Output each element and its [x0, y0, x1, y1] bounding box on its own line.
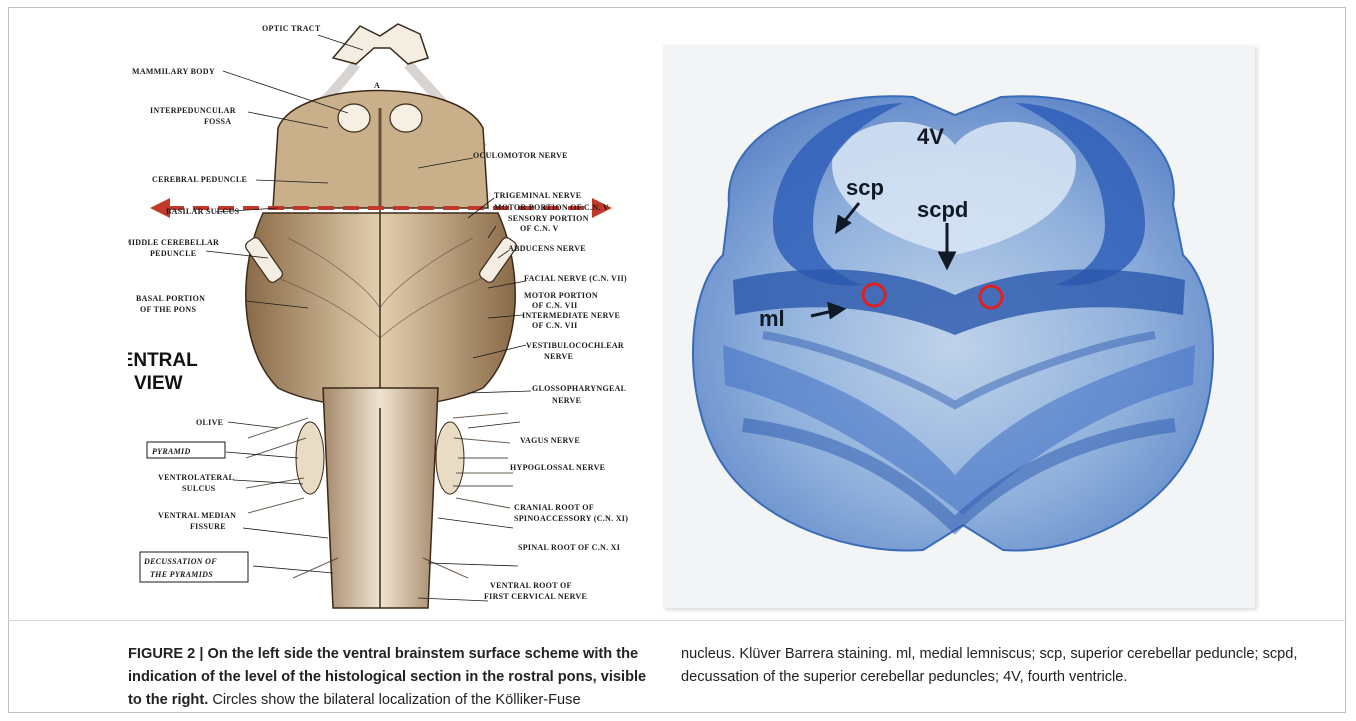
label-decussation: DECUSSATION OF: [143, 557, 217, 566]
caption-divider: [8, 620, 1346, 621]
caption-column-left: FIGURE 2 | On the left side the ventral …: [128, 643, 660, 712]
label-scp: scp: [846, 175, 884, 200]
label-sulcus: SULCUS: [182, 484, 216, 493]
label-4v: 4V: [917, 124, 944, 149]
label-trigeminal: TRIGEMINAL NERVE: [494, 191, 581, 200]
label-oculomotor: OCULOMOTOR NERVE: [473, 151, 568, 160]
label-view: VIEW: [134, 373, 183, 394]
optic-chiasm-shape: [333, 24, 428, 64]
label-glossopharyngeal: GLOSSOPHARYNGEAL: [532, 384, 626, 393]
label-hypoglossal: HYPOGLOSSAL NERVE: [510, 463, 605, 472]
label-spinoaccessory: SPINOACCESSORY (C.N. XI): [514, 514, 628, 523]
label-intermediate-nerve: INTERMEDIATE NERVE: [522, 311, 620, 320]
label-facial-nerve: FACIAL NERVE (C.N. VII): [524, 274, 627, 283]
label-mammillary-body: MAMMILARY BODY: [132, 67, 215, 76]
label-ventral: VENTRAL: [128, 350, 198, 371]
caption-body-part2: nucleus. Klüver Barrera staining. ml, me…: [681, 646, 1297, 685]
label-basal-portion: BASAL PORTION: [136, 294, 205, 303]
label-of-the-pons: OF THE PONS: [140, 305, 196, 314]
brainstem-drawing: OPTIC TRACT MAMMILARY BODY INTERPEDUNCUL…: [128, 18, 673, 610]
histology-drawing: 4V scp scpd ml: [663, 45, 1255, 608]
label-optic-tract: OPTIC TRACT: [262, 24, 321, 33]
mammillary-body-right: [390, 104, 422, 132]
label-middle-cerebellar: MIDDLE CEREBELLAR: [128, 238, 219, 247]
label-scpd: scpd: [917, 197, 968, 222]
caption-column-right: nucleus. Klüver Barrera staining. ml, me…: [681, 643, 1331, 689]
label-cranial-root: CRANIAL ROOT OF: [514, 503, 594, 512]
label-midline-a: A: [374, 81, 380, 90]
label-of-cn-vii-1: OF C.N. VII: [532, 301, 578, 310]
label-basilar-sulcus: BASILAR SULCUS: [166, 207, 240, 216]
label-cerebral-peduncle: CEREBRAL PEDUNCLE: [152, 175, 247, 184]
label-ventrolateral: VENTROLATERAL: [158, 473, 234, 482]
label-vestibulocochlear: VESTIBULOCOCHLEAR: [526, 341, 624, 350]
label-interpeduncular: INTERPEDUNCULAR: [150, 106, 236, 115]
label-sensory-portion: SENSORY PORTION: [508, 214, 589, 223]
label-nerve-8: NERVE: [544, 352, 573, 361]
mammillary-body-left: [338, 104, 370, 132]
label-olive: OLIVE: [196, 418, 223, 427]
label-of-cn-v: OF C.N. V: [520, 224, 559, 233]
label-motor-portion-v: MOTOR PORTION OF C.N. V: [494, 203, 609, 212]
label-motor-portion-vii: MOTOR PORTION: [524, 291, 598, 300]
label-spinal-root: SPINAL ROOT OF C.N. XI: [518, 543, 620, 552]
histology-section-image: 4V scp scpd ml: [663, 45, 1255, 608]
label-nerve-9: NERVE: [552, 396, 581, 405]
label-ventral-median: VENTRAL MEDIAN: [158, 511, 236, 520]
label-pyramid: PYRAMID: [152, 447, 191, 456]
label-peduncle: PEDUNCLE: [150, 249, 196, 258]
label-the-pyramids: THE PYRAMIDS: [150, 570, 213, 579]
label-of-cn-vii-2: OF C.N. VII: [532, 321, 578, 330]
label-fossa: FOSSA: [204, 117, 231, 126]
label-ventral-root: VENTRAL ROOT OF: [490, 581, 572, 590]
label-first-cervical: FIRST CERVICAL NERVE: [484, 592, 587, 601]
label-ml: ml: [759, 306, 785, 331]
caption-body-part1: Circles show the bilateral localization …: [212, 692, 580, 708]
label-abducens: ABDUCENS NERVE: [508, 244, 586, 253]
label-vagus: VAGUS NERVE: [520, 436, 580, 445]
label-fissure: FISSURE: [190, 522, 226, 531]
brainstem-illustration: OPTIC TRACT MAMMILARY BODY INTERPEDUNCUL…: [128, 18, 673, 610]
